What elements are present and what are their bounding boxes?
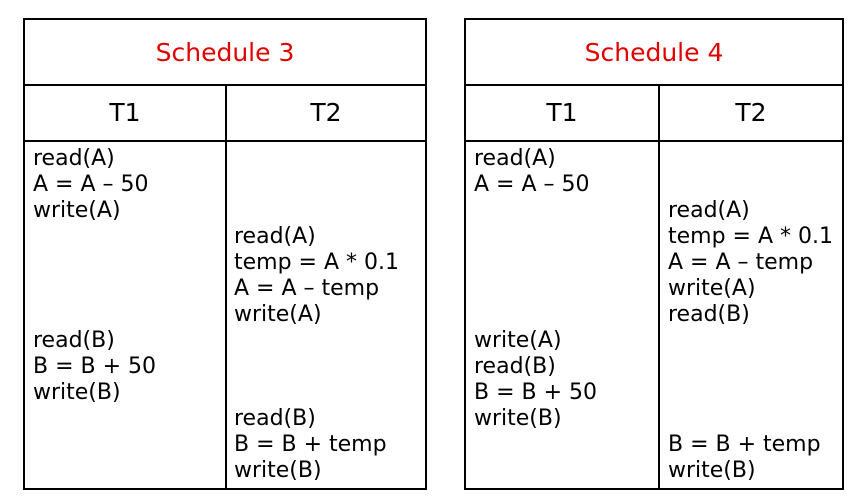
operation: temp = A * 0.1	[234, 250, 399, 275]
operation: read(B)	[668, 302, 750, 327]
operation: B = B + temp	[668, 432, 821, 457]
operation: write(B)	[474, 406, 562, 431]
operation: A = A – 50	[33, 172, 149, 197]
header-t2: T2	[735, 97, 767, 127]
operation: write(B)	[33, 380, 121, 405]
operation: A = A – temp	[234, 276, 380, 301]
operation: read(A)	[474, 146, 556, 171]
operation: read(A)	[234, 224, 316, 249]
operation: B = B + 50	[33, 354, 157, 379]
column-divider	[658, 84, 660, 488]
operation: write(A)	[33, 198, 121, 223]
header-t1: T1	[109, 97, 141, 127]
t1-operations: read(A) A = A – 50 write(A) read(B) B = …	[474, 140, 656, 488]
schedule-title: Schedule 3	[25, 20, 425, 86]
t2-operations: read(A) temp = A * 0.1 A = A – temp writ…	[234, 140, 421, 488]
schedule-4-table: Schedule 4 T1 T2 read(A) A = A – 50 writ…	[464, 18, 844, 490]
operation: write(A)	[234, 302, 322, 327]
schedule-title: Schedule 4	[466, 20, 842, 86]
operation: A = A – 50	[474, 172, 590, 197]
header-t1: T1	[546, 97, 578, 127]
operation: temp = A * 0.1	[668, 224, 833, 249]
header-row: T1 T2	[466, 84, 842, 142]
operation: write(A)	[474, 328, 562, 353]
operation: read(B)	[474, 354, 556, 379]
schedule-3-table: Schedule 3 T1 T2 read(A) A = A – 50 writ…	[23, 18, 427, 490]
header-t2: T2	[310, 97, 342, 127]
operation: read(B)	[33, 328, 115, 353]
operation: read(A)	[33, 146, 115, 171]
operation: write(B)	[234, 458, 322, 483]
operation: write(A)	[668, 276, 756, 301]
operation: B = B + temp	[234, 432, 387, 457]
operation: A = A – temp	[668, 250, 814, 275]
operation: read(A)	[668, 198, 750, 223]
operation: B = B + 50	[474, 380, 598, 405]
t1-operations: read(A) A = A – 50 write(A) read(B) B = …	[33, 140, 223, 488]
operation: write(B)	[668, 458, 756, 483]
t2-operations: read(A) temp = A * 0.1 A = A – temp writ…	[668, 140, 840, 488]
column-divider	[225, 84, 227, 488]
operation: read(B)	[234, 406, 316, 431]
